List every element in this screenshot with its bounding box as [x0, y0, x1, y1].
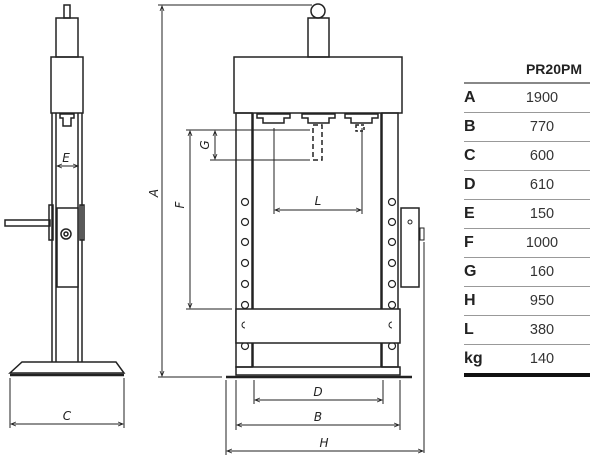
row-value: 160: [529, 264, 555, 280]
row-value: 950: [529, 293, 555, 309]
table-row: L 380: [464, 316, 590, 345]
row-value: 150: [529, 206, 555, 222]
row-key: A: [464, 89, 476, 106]
row-value: 380: [529, 322, 555, 338]
dim-label-f: F: [173, 200, 187, 208]
row-value: 140: [529, 351, 555, 367]
dim-label-d: D: [313, 385, 322, 399]
row-value: 610: [529, 177, 555, 193]
row-value: 600: [529, 148, 555, 164]
row-key: G: [464, 263, 477, 280]
row-value: 770: [529, 119, 555, 135]
dim-label-g: G: [198, 140, 212, 149]
front-view: [226, 3, 425, 453]
dim-label-h: H: [319, 436, 328, 450]
row-value: 1000: [525, 235, 559, 251]
table-row: G 160: [464, 258, 590, 287]
row-key: E: [464, 205, 475, 222]
model-header: PR20PM: [464, 58, 590, 84]
row-key: D: [464, 176, 476, 193]
dim-label-a: A: [147, 189, 161, 198]
dimension-lines: [9, 4, 423, 455]
table-row: F 1000: [464, 229, 590, 258]
row-key: B: [464, 118, 476, 135]
table-row: E 150: [464, 200, 590, 229]
table-row: C 600: [464, 142, 590, 171]
row-key: C: [464, 147, 476, 164]
dim-label-b: B: [314, 410, 322, 424]
spec-table: PR20PM A 1900 B 770 C 600 D 610 E 150 F 1000 G…: [464, 58, 590, 377]
row-key: H: [464, 292, 476, 309]
table-row: A 1900: [464, 84, 590, 113]
table-row: B 770: [464, 113, 590, 142]
row-key: kg: [464, 350, 483, 367]
table-row: kg 140: [464, 345, 590, 377]
dim-label-l: L: [315, 194, 322, 208]
row-key: F: [464, 234, 474, 251]
press-drawing: A E C G F L D B H: [4, 3, 425, 455]
row-key: L: [464, 321, 474, 338]
dim-label-e: E: [62, 151, 70, 165]
table-row: H 950: [464, 287, 590, 316]
table-row: D 610: [464, 171, 590, 200]
dim-label-c: C: [63, 409, 72, 423]
row-value: 1900: [525, 90, 559, 106]
side-view: [4, 4, 126, 377]
